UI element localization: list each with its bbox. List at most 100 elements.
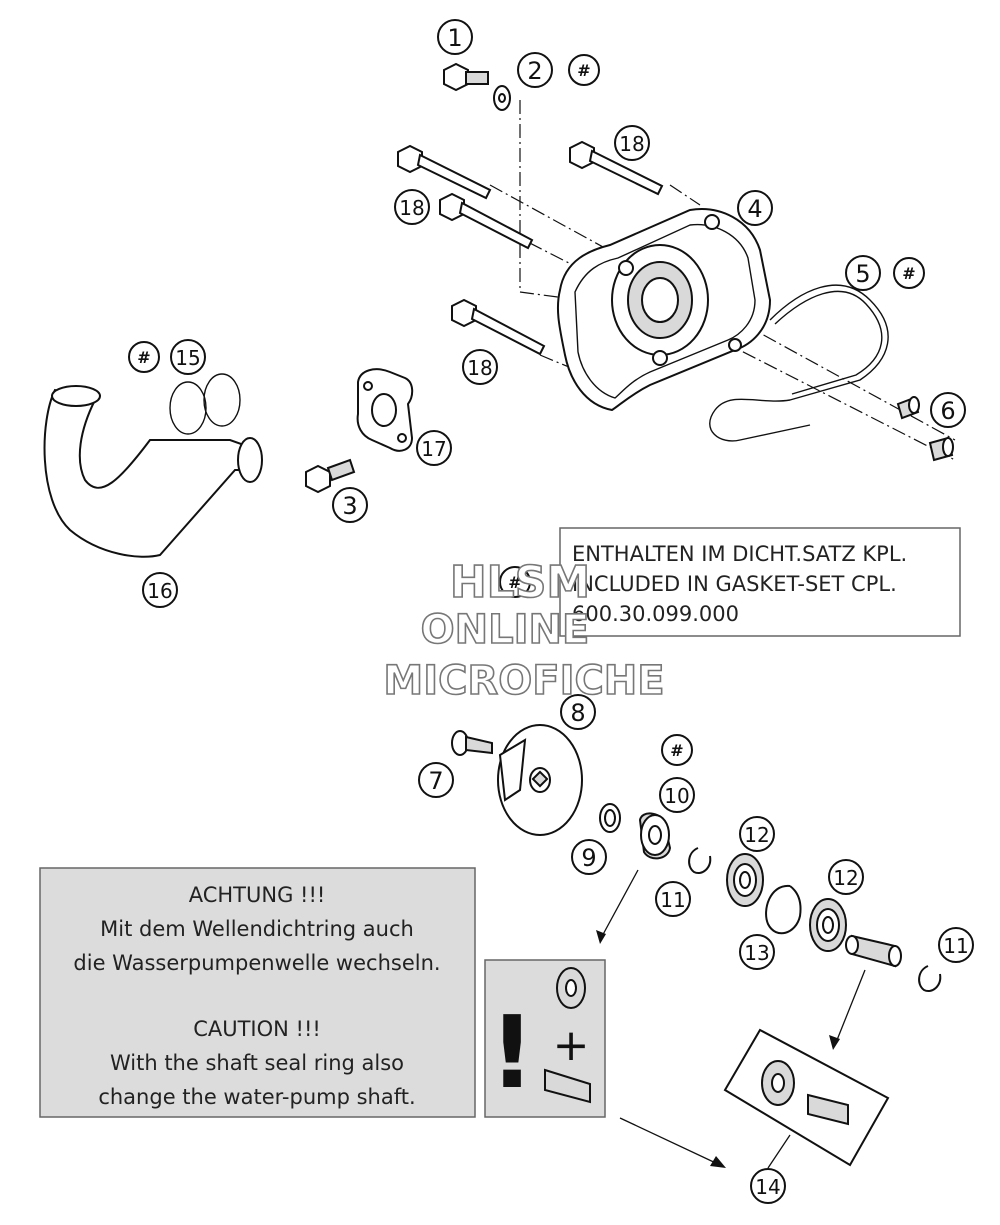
water-pump-shaft [845,934,902,968]
callout-14: 14 [750,1168,786,1204]
svg-text:11: 11 [660,888,685,912]
sleeve-part-6-a [896,396,920,420]
kit-box-part-14 [723,1028,890,1167]
callout-10: 10 [659,777,695,813]
svg-text:#: # [508,573,521,592]
bearing-part-12-b [809,898,847,952]
bolt-part-18-a [397,144,492,200]
svg-text:15: 15 [175,346,200,370]
hash-marker-part-2: # [568,54,600,86]
cover-gasket-part-5 [709,284,889,442]
callout-2: 2 [517,52,553,88]
pump-cover-part-4 [556,208,772,412]
svg-text:2: 2 [527,57,542,85]
coolant-hose-part-16 [43,385,263,558]
svg-text:11: 11 [943,934,968,958]
svg-text:12: 12 [833,866,858,890]
svg-text:17: 17 [421,437,446,461]
svg-text:8: 8 [570,699,585,727]
svg-text:18: 18 [399,196,424,220]
bolt-part-3 [305,458,356,494]
callout-5: 5 [845,255,881,291]
svg-text:#: # [902,264,915,283]
impeller-part-8 [497,724,583,836]
bolt-part-18-b [439,192,534,250]
o-ring-part-15-a [169,381,207,435]
bolt-part-1 [443,62,489,92]
callout-7: 7 [418,762,454,798]
bolt-part-18-d [451,298,546,356]
caution-de-line2: die Wasserpumpenwelle wechseln. [73,951,440,975]
watermark-line1: HLSM [450,557,590,608]
bolt-part-7 [451,730,493,756]
bearing-part-12-a [726,853,764,907]
callout-18-b: 18 [394,189,430,225]
svg-text:18: 18 [467,356,492,380]
caution-note: ACHTUNG !!! Mit dem Wellendichtring auch… [39,867,476,1118]
watermark-line2: ONLINE [421,607,590,653]
watermark-line3: MICROFICHE [383,658,664,704]
svg-text:3: 3 [342,492,357,520]
exclamation-mark: ! [489,994,535,1111]
callout-4: 4 [737,190,773,226]
svg-text:1: 1 [447,24,462,52]
caution-en-title: CAUTION !!! [193,1017,321,1041]
callout-16: 16 [142,572,178,608]
callout-18-a: 18 [614,125,650,161]
hash-marker-part-5: # [893,257,925,289]
svg-text:7: 7 [428,767,443,795]
callout-11-b: 11 [938,927,974,963]
bolt-part-18-c [569,140,664,196]
callout-9: 9 [571,839,607,875]
sleeve-part-6-b [928,436,954,462]
callout-17: 17 [416,430,452,466]
gasket-set-markers: # # # # # [128,54,925,766]
hash-marker-part-10: # [661,734,693,766]
leader-arrows [596,869,866,1169]
svg-text:#: # [577,61,590,80]
callout-12-b: 12 [828,859,864,895]
circlip-part-11-b [918,965,942,992]
callout-15: 15 [170,339,206,375]
svg-text:10: 10 [664,784,689,808]
o-ring-part-15-b [203,373,241,427]
svg-text:4: 4 [747,195,762,223]
gasket-note-line2: INCLUDED IN GASKET-SET CPL. [572,572,897,596]
shaft-icon [544,1068,591,1104]
callout-11-a: 11 [655,881,691,917]
caution-de-line1: Mit dem Wellendichtring auch [100,917,414,941]
plus-sign: + [553,1020,590,1071]
svg-text:18: 18 [619,132,644,156]
svg-text:6: 6 [940,397,955,425]
gasket-note-line1: ENTHALTEN IM DICHT.SATZ KPL. [572,542,907,566]
caution-de-title: ACHTUNG !!! [189,883,326,907]
gasket-set-note: ENTHALTEN IM DICHT.SATZ KPL. INCLUDED IN… [559,527,961,637]
washer-part-9 [599,803,621,833]
callout-6: 6 [930,392,966,428]
gasket-note-line3: 600.30.099.000 [572,602,739,626]
washer-part-2 [493,85,511,111]
caution-en-line2: change the water-pump shaft. [98,1085,415,1109]
callout-3: 3 [332,487,368,523]
hash-marker-note: # [499,566,531,598]
shaft-seal-part-10 [638,812,672,860]
watermark: HLSM ONLINE MICROFICHE [383,556,666,705]
svg-text:14: 14 [755,1175,780,1199]
svg-text:9: 9 [581,844,596,872]
callout-18-c: 18 [462,349,498,385]
snap-ring-part-13 [765,884,802,935]
svg-text:5: 5 [855,260,870,288]
svg-text:#: # [137,348,150,367]
circlip-part-11-a [688,847,712,874]
callout-1: 1 [437,19,473,55]
flange-gasket-part-17 [356,368,414,452]
svg-text:#: # [670,741,683,760]
caution-en-line1: With the shaft seal ring also [110,1051,404,1075]
callout-13: 13 [739,934,775,970]
callout-12-a: 12 [739,816,775,852]
hash-marker-part-15: # [128,341,160,373]
callout-8: 8 [560,694,596,730]
warning-box: ! + [484,959,606,1118]
